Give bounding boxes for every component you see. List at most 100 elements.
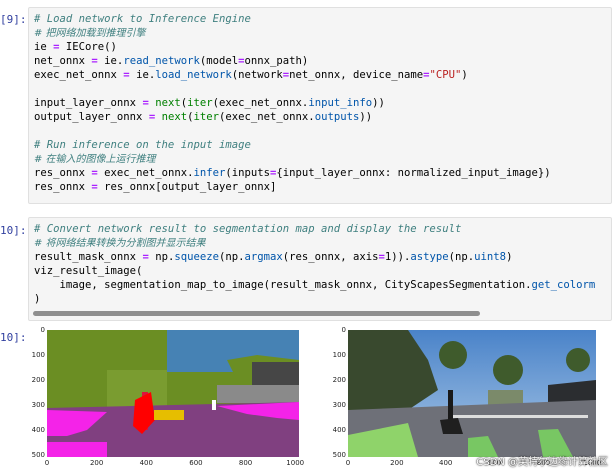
code-token: # 在输入的图像上运行推理 — [34, 154, 156, 165]
y-tick-label: 500 — [31, 451, 45, 460]
code-cell-1-source[interactable]: # Load network to Inference Engine # 把网络加… — [29, 8, 611, 194]
code-cell-2-source[interactable]: # Convert network result to segmentation… — [29, 218, 611, 306]
code-line — [34, 124, 611, 138]
segmentation-map-image — [47, 330, 299, 457]
code-token: get_colorm — [531, 279, 596, 291]
y-tick-label: 500 — [332, 451, 346, 460]
y-tick-label: 100 — [332, 351, 346, 360]
code-token: uint8 — [474, 251, 507, 263]
code-line: net_onnx = ie.read_network(model=onnx_pa… — [34, 54, 611, 68]
output-prompt: 10]: — [0, 331, 27, 344]
code-token: infer — [193, 167, 226, 179]
y-tick-label: 300 — [31, 401, 45, 410]
code-token: = — [91, 181, 98, 193]
code-token: outputs — [314, 111, 360, 123]
code-token: net_onnx, device_name — [289, 69, 424, 81]
x-tick-label: 1000 — [583, 459, 602, 467]
x-tick-label: 600 — [487, 459, 502, 467]
code-token: (exec_net_onnx. — [219, 111, 315, 123]
code-line: ) — [34, 292, 611, 306]
code-token: # 把网络加载到推理引擎 — [34, 28, 146, 39]
code-token: res_onnx[output_layer_onnx] — [97, 181, 277, 193]
csdn-watermark: CSDN @英特尔边缘计算社区 — [476, 457, 608, 468]
cell-1-prompt: [9]: — [0, 13, 27, 26]
code-token: ie. — [129, 69, 156, 81]
code-line: # Run inference on the input image — [34, 138, 611, 152]
code-token: IECore() — [59, 41, 117, 53]
code-token: 1)). — [384, 251, 411, 263]
code-token: load_network — [155, 69, 232, 81]
code-token: "CPU" — [429, 69, 462, 81]
code-token: = — [423, 69, 430, 81]
code-token: viz_result_image( — [34, 265, 143, 277]
code-token: (exec_net_onnx. — [212, 97, 309, 109]
code-token: input_layer_onnx — [34, 97, 143, 109]
code-token: = — [142, 97, 149, 109]
y-tick-label: 400 — [332, 426, 346, 435]
code-line: # 将网络结果转换为分割图并显示结果 — [34, 236, 611, 250]
code-cell-2[interactable]: # Convert network result to segmentation… — [28, 217, 612, 321]
code-token: {input_layer_onnx: normalized_input_imag… — [276, 167, 551, 179]
code-token: ie. — [97, 55, 124, 67]
x-tick-label: 800 — [536, 459, 551, 467]
code-cell-1[interactable]: # Load network to Inference Engine # 把网络加… — [28, 7, 612, 204]
code-line: output_layer_onnx = next(iter(exec_net_o… — [34, 110, 611, 124]
code-token: res_onnx — [34, 181, 92, 193]
code-line: image, segmentation_map_to_image(result_… — [34, 278, 611, 292]
code-token: )) — [359, 111, 373, 123]
code-token: )) — [372, 97, 385, 109]
horizontal-scrollbar[interactable] — [33, 311, 480, 316]
code-token: (network — [231, 69, 283, 81]
code-token: (res_onnx, axis — [282, 251, 379, 263]
y-tick-label: 0 — [341, 326, 346, 334]
code-token: (np. — [219, 251, 245, 263]
code-token: ) — [461, 69, 468, 81]
code-token: next — [161, 111, 188, 123]
code-token: np. — [148, 251, 175, 263]
code-line: ie = IECore() — [34, 40, 611, 54]
code-token: = — [148, 111, 156, 123]
x-tick-label: 600 — [189, 459, 203, 467]
code-line: res_onnx = exec_net_onnx.infer(inputs={i… — [34, 166, 611, 180]
code-line: # Load network to Inference Engine — [34, 12, 611, 26]
code-token: = — [282, 69, 290, 81]
code-token: image, segmentation_map_to_image(result_… — [34, 279, 532, 291]
code-token: = — [123, 69, 130, 81]
code-token: = — [91, 167, 98, 179]
input-photo-image — [348, 330, 596, 457]
code-token: = — [53, 41, 60, 53]
code-line: # Convert network result to segmentation… — [34, 222, 611, 236]
x-tick-label: 800 — [238, 459, 253, 467]
y-tick-label: 200 — [332, 376, 346, 385]
y-tick-label: 200 — [31, 376, 45, 385]
segmentation-map-axes — [47, 330, 299, 457]
code-token: net_onnx — [34, 55, 92, 67]
code-token: onnx_path) — [244, 55, 309, 67]
code-token: (inputs — [225, 167, 271, 179]
x-tick-label: 400 — [139, 459, 153, 467]
code-line: res_onnx = res_onnx[output_layer_onnx] — [34, 180, 611, 194]
code-token: exec_net_onnx — [34, 69, 124, 81]
code-token: = — [238, 55, 245, 67]
code-line: input_layer_onnx = next(iter(exec_net_on… — [34, 96, 611, 110]
code-line: exec_net_onnx = ie.load_network(network=… — [34, 68, 611, 82]
x-tick-label: 1000 — [286, 459, 305, 467]
y-tick-label: 400 — [31, 426, 45, 435]
x-tick-label: 200 — [89, 459, 104, 467]
code-token: ( — [187, 111, 194, 123]
code-token: next — [155, 97, 181, 109]
code-token: exec_net_onnx. — [97, 167, 194, 179]
code-token: input_info — [308, 97, 373, 109]
code-token: = — [270, 167, 277, 179]
code-token: # Convert network result to segmentation… — [34, 223, 462, 235]
code-token: read_network — [123, 55, 200, 67]
code-line: result_mask_onnx = np.squeeze(np.argmax(… — [34, 250, 611, 264]
code-token: squeeze — [174, 251, 219, 263]
code-token: = — [142, 251, 149, 263]
x-tick-label: 200 — [390, 459, 404, 467]
code-line — [34, 82, 611, 96]
code-token: ) — [506, 251, 513, 263]
code-token: res_onnx — [34, 167, 92, 179]
code-line: # 把网络加载到推理引擎 — [34, 26, 611, 40]
